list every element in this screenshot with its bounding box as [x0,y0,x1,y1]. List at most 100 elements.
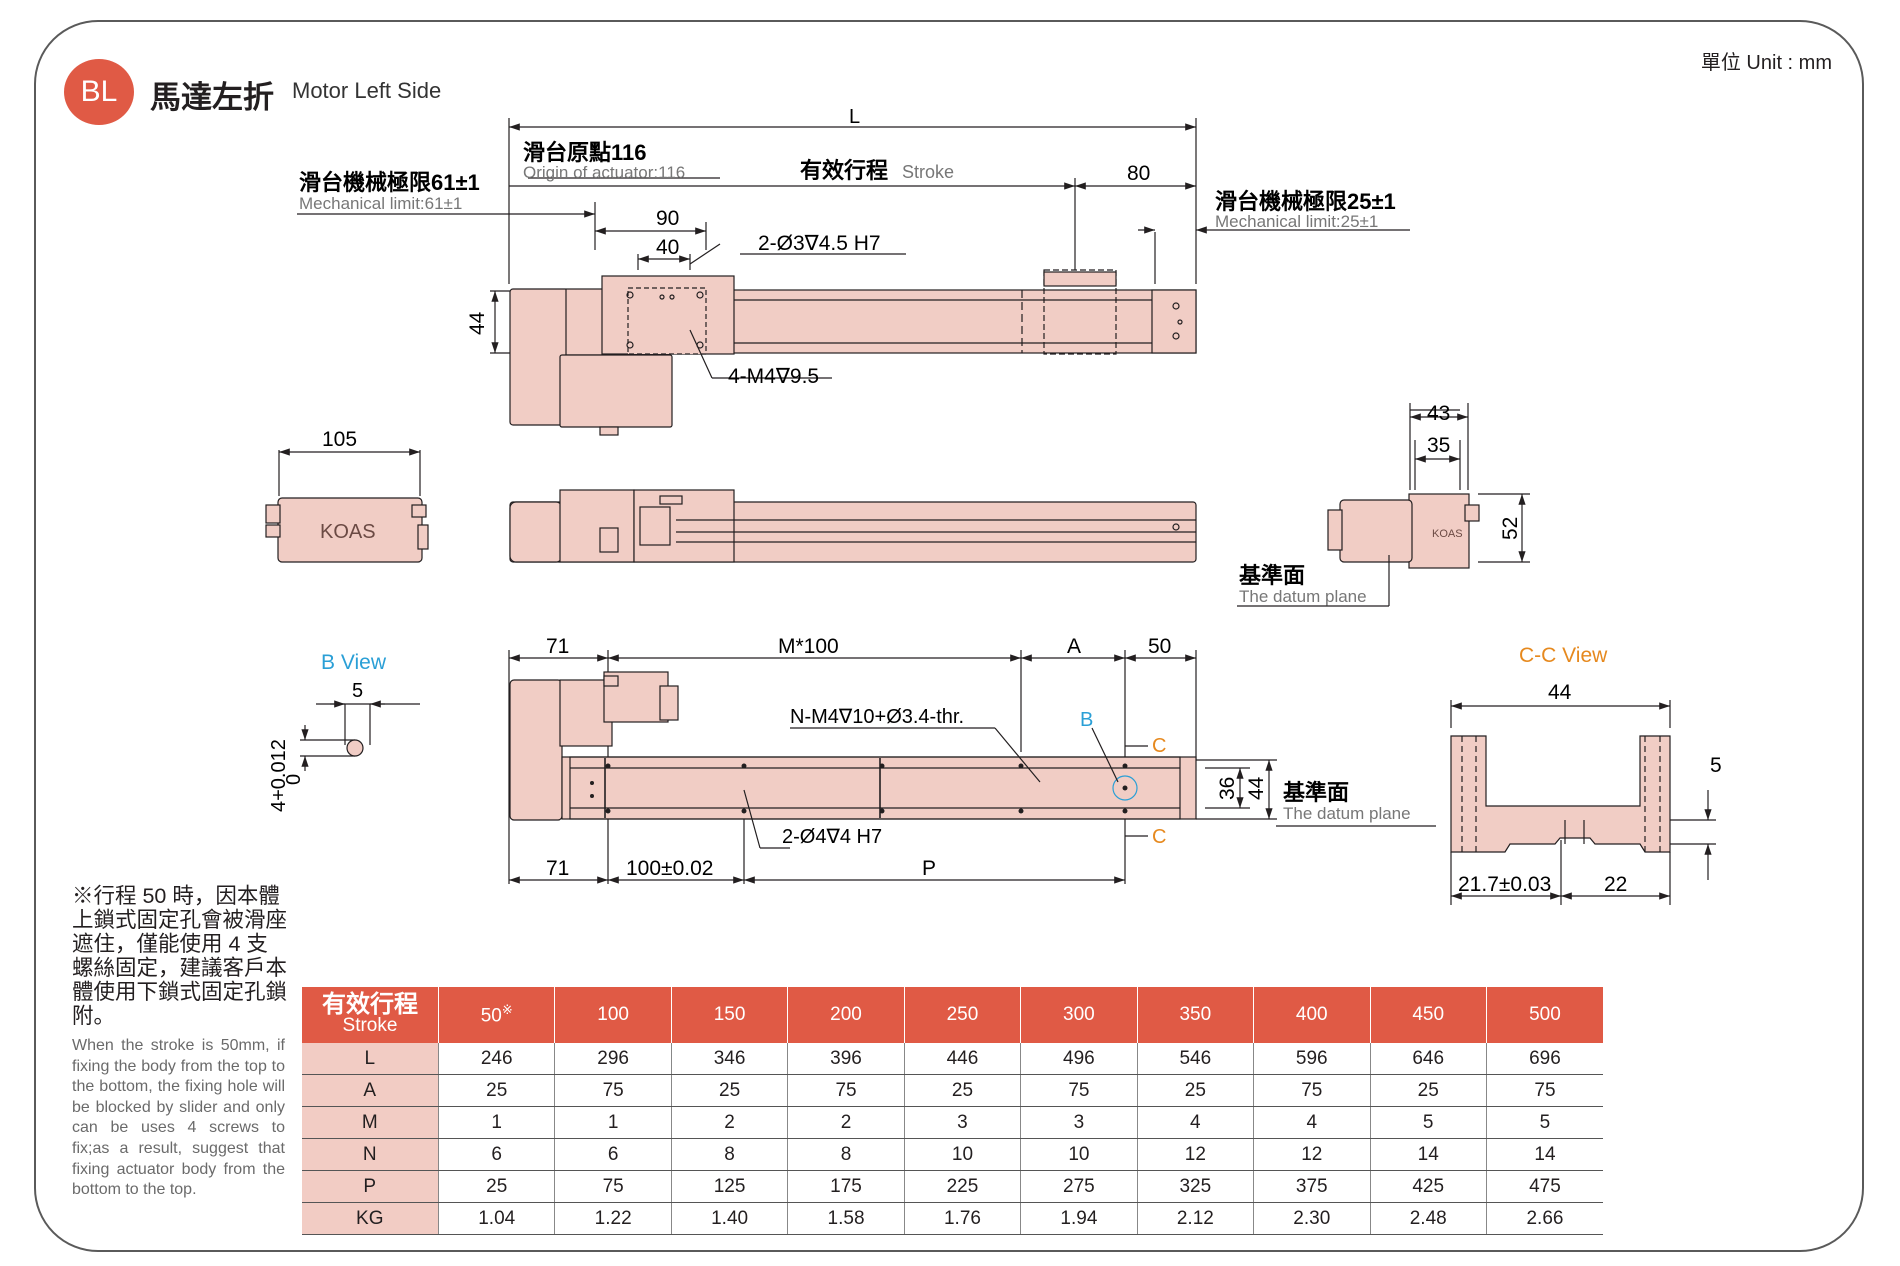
stroke-column-header: 350 [1136,987,1254,1043]
stroke-value: 350 [1179,1004,1212,1025]
stroke-column-header: 200 [787,987,905,1043]
stroke-value: 300 [1063,1004,1095,1025]
mech-limit-right-zh: 滑台機械極限25±1 [1215,189,1396,214]
stroke-value: 200 [830,1004,862,1025]
table-cell: 2.30 [1253,1202,1370,1235]
table-cell: 496 [1020,1043,1138,1075]
b-view-title: B View [321,651,387,674]
table-cell: 5 [1369,1106,1487,1139]
table-cell: 125 [670,1170,788,1203]
table-cell: 225 [903,1170,1021,1203]
mech-limit-left-en: Mechanical limit:61±1 [299,194,462,213]
dim-m100: M*100 [778,635,839,658]
table-cell: 246 [437,1043,555,1075]
stroke-value: 50 [480,1005,502,1027]
tap-m4-spec: 4-M4∇9.5 [728,365,819,388]
dim-71-top: 71 [546,635,569,658]
mech-limit-right-en: Mechanical limit:25±1 [1215,212,1378,231]
table-cell: 4 [1136,1106,1254,1139]
table-cell: 175 [787,1170,905,1203]
koas-logo-small: KOAS [1432,528,1463,540]
table-cell: 1 [554,1106,672,1139]
stroke-label-en: Stroke [902,162,954,182]
row-label: KG [301,1202,439,1235]
table-cell: 1.94 [1020,1202,1138,1235]
mech-limit-left-zh: 滑台機械極限61±1 [299,170,480,195]
row-label: L [301,1043,439,1075]
table-cell: 396 [787,1043,905,1075]
pin2-spec: 2-Ø4∇4 H7 [782,826,882,848]
dim-L: L [849,106,860,128]
pin-hole-spec: 2-Ø3∇4.5 H7 [758,232,881,255]
table-cell: 12 [1253,1138,1370,1171]
b-marker: B [1080,709,1093,731]
dim-22: 22 [1604,873,1627,896]
tol-b: 4+0.012 [268,739,290,812]
dim-50: 50 [1148,635,1171,658]
stroke-column-header: 100 [554,987,672,1043]
table-cell: 2 [787,1106,905,1139]
dim-5-b: 5 [352,680,363,702]
table-cell: 1 [437,1106,555,1139]
cc-view [1450,700,1716,905]
stroke-value: 400 [1295,1004,1328,1025]
stroke-header-en: Stroke [342,1015,398,1036]
table-cell: 8 [787,1138,905,1171]
datum-plane-en: The datum plane [1239,587,1367,606]
table-cell: 296 [554,1043,672,1075]
table-cell: 275 [1020,1170,1138,1203]
table-cell: 325 [1136,1170,1254,1203]
table-cell: 10 [903,1138,1021,1171]
dim-5-cc: 5 [1710,754,1722,777]
table-cell: 25 [437,1170,555,1203]
c-marker-top: C [1152,735,1166,757]
table-cell: 14 [1369,1138,1487,1171]
table-cell: 1.40 [670,1202,788,1235]
side-view [265,403,1530,607]
table-cell: 10 [1020,1138,1138,1171]
table-cell: 475 [1485,1170,1603,1203]
stroke-value: 250 [946,1004,979,1025]
dim-44-cc: 44 [1548,681,1572,704]
stroke-column-header: 250 [903,987,1021,1043]
table-cell: 25 [670,1074,788,1107]
row-label: M [301,1106,439,1139]
table-cell: 75 [554,1170,672,1203]
dim-43: 43 [1427,402,1450,425]
stroke-note-chinese: ※行程 50 時，因本體上鎖式固定孔會被滑座遮住，僅能使用 4 支螺絲固定，建議… [72,884,288,1028]
title-english: Motor Left Side [292,78,442,103]
title-chinese: 馬達左折 [150,80,274,115]
table-cell: 1.22 [554,1202,672,1235]
stroke-note-english: When the stroke is 50mm, if fixing the b… [72,1037,285,1199]
table-cell: 3 [1020,1106,1138,1139]
dim-100: 100±0.02 [626,857,713,880]
table-cell: 2 [670,1106,788,1139]
stroke-header: 有效行程 Stroke [301,987,439,1043]
table-cell: 425 [1369,1170,1487,1203]
stroke-label-zh: 有效行程 [800,158,888,183]
dim-A: A [1067,635,1081,658]
dim-44-top: 44 [466,311,489,335]
table-cell: 2.66 [1485,1202,1603,1235]
origin-zh: 滑台原點116 [523,140,647,165]
tol-b-zero: 0 [283,774,305,785]
datum-plane2-zh: 基準面 [1283,780,1349,805]
table-cell: 4 [1253,1106,1370,1139]
table-cell: 646 [1369,1043,1487,1075]
dim-105: 105 [322,428,357,451]
stroke-column-header: 150 [670,987,788,1043]
table-cell: 8 [670,1138,788,1171]
top-view [297,118,1410,436]
table-cell: 75 [1253,1074,1370,1107]
table-cell: 75 [787,1074,905,1107]
model-badge: BL [64,59,134,125]
stroke-note-mark: ※ [501,1002,513,1018]
table-cell: 75 [1485,1074,1603,1107]
